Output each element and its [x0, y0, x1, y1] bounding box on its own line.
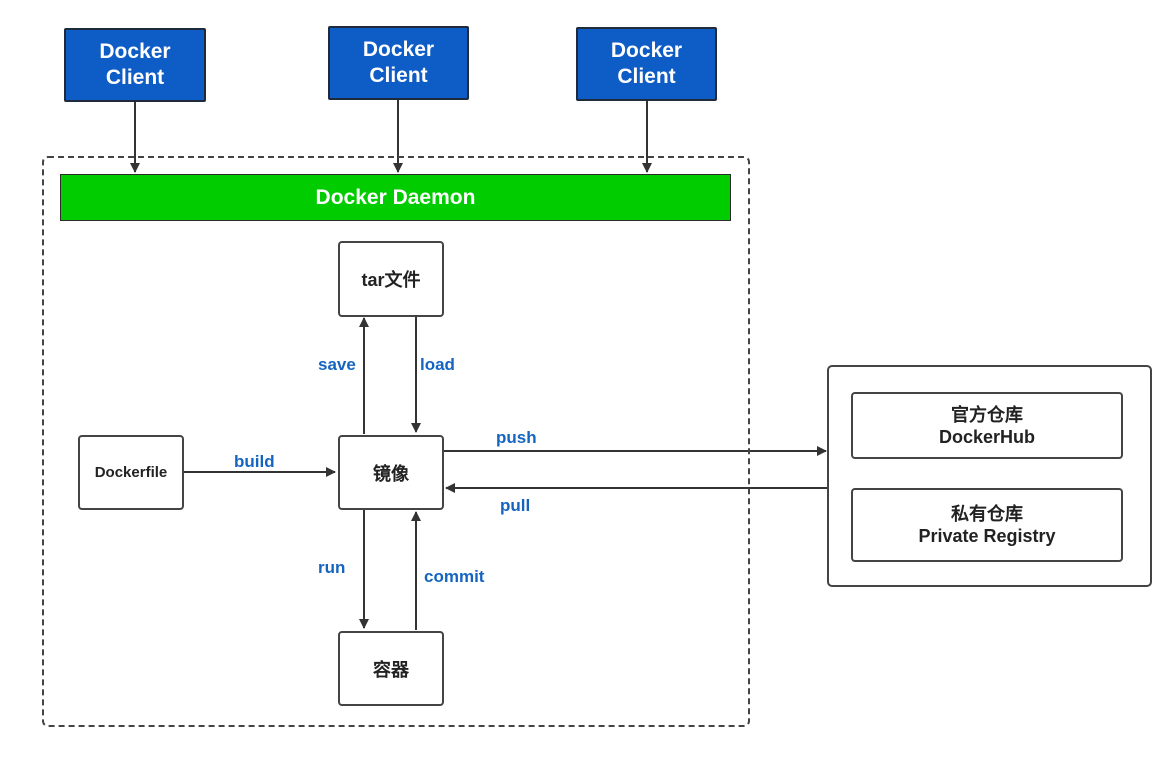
private-registry-line1: 私有仓库	[951, 504, 1023, 524]
docker-client-2-line1: Docker	[362, 38, 435, 61]
private-registry-line2: Private Registry	[918, 526, 1056, 546]
container-node: 容器	[338, 631, 444, 706]
daemon-boundary	[42, 156, 750, 727]
official-registry-node: 官方仓库 DockerHub	[851, 392, 1123, 459]
docker-client-3-line2: Client	[617, 65, 676, 88]
docker-client-2: Docker Client	[328, 26, 469, 100]
edge-label-pull: pull	[500, 496, 531, 515]
edge-label-load: load	[420, 355, 455, 374]
official-registry-line1: 官方仓库	[951, 404, 1023, 425]
docker-client-1-line1: Docker	[99, 40, 171, 63]
container-label: 容器	[373, 659, 409, 680]
docker-client-3-line1: Docker	[610, 39, 683, 62]
dockerfile-node: Dockerfile	[78, 435, 184, 510]
private-registry-node: 私有仓库 Private Registry	[851, 488, 1123, 562]
edge-label-push: push	[496, 428, 537, 447]
edge-label-run: run	[318, 558, 346, 577]
official-registry-line2: DockerHub	[938, 426, 1036, 447]
dockerfile-label: Dockerfile	[94, 464, 168, 481]
edge-label-build: build	[234, 452, 275, 471]
tar-file-label: tar文件	[361, 270, 421, 290]
docker-client-3: Docker Client	[576, 27, 717, 101]
docker-client-1-line2: Client	[105, 66, 165, 89]
docker-daemon: Docker Daemon	[60, 174, 731, 221]
edge-label-commit: commit	[424, 567, 485, 586]
docker-daemon-label: Docker Daemon	[315, 185, 476, 209]
image-label: 镜像	[373, 463, 409, 484]
tar-file-node: tar文件	[338, 241, 444, 317]
edge-label-save: save	[318, 355, 356, 374]
image-node: 镜像	[338, 435, 444, 510]
docker-client-1: Docker Client	[64, 28, 206, 102]
docker-client-2-line2: Client	[369, 64, 428, 87]
